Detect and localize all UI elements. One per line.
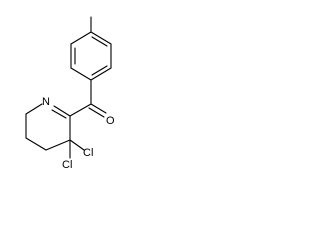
atom-nitrogen: N [42,96,50,108]
benzene-ring [70,31,112,81]
atom-chlorine-b: Cl [62,159,72,171]
bond-carbonyl-1 [90,103,107,114]
bond-c5-c4 [25,137,47,151]
bond-imine-2 [51,109,67,119]
bond-n-c6 [25,103,43,115]
tetrahydropyridine-ring [25,103,71,151]
atom-chlorine-a: Cl [83,147,93,159]
bond-c3-cl-a [69,139,85,151]
bond-ring-1 [90,31,112,45]
bond-imine-1 [53,105,71,117]
bond-c4-c3 [45,139,71,151]
bond-ring-double-2 [91,65,108,76]
bond-ring-3 [90,67,112,81]
bond-carbonyl-ring [69,103,92,117]
bond-ring-double-1 [91,36,108,47]
atom-oxygen: O [106,115,115,127]
bond-carbonyl-2 [88,107,105,118]
bond-ring-6 [70,31,92,45]
bond-ring-4 [70,67,92,81]
chemical-structure: N O Cl Cl [25,16,115,171]
